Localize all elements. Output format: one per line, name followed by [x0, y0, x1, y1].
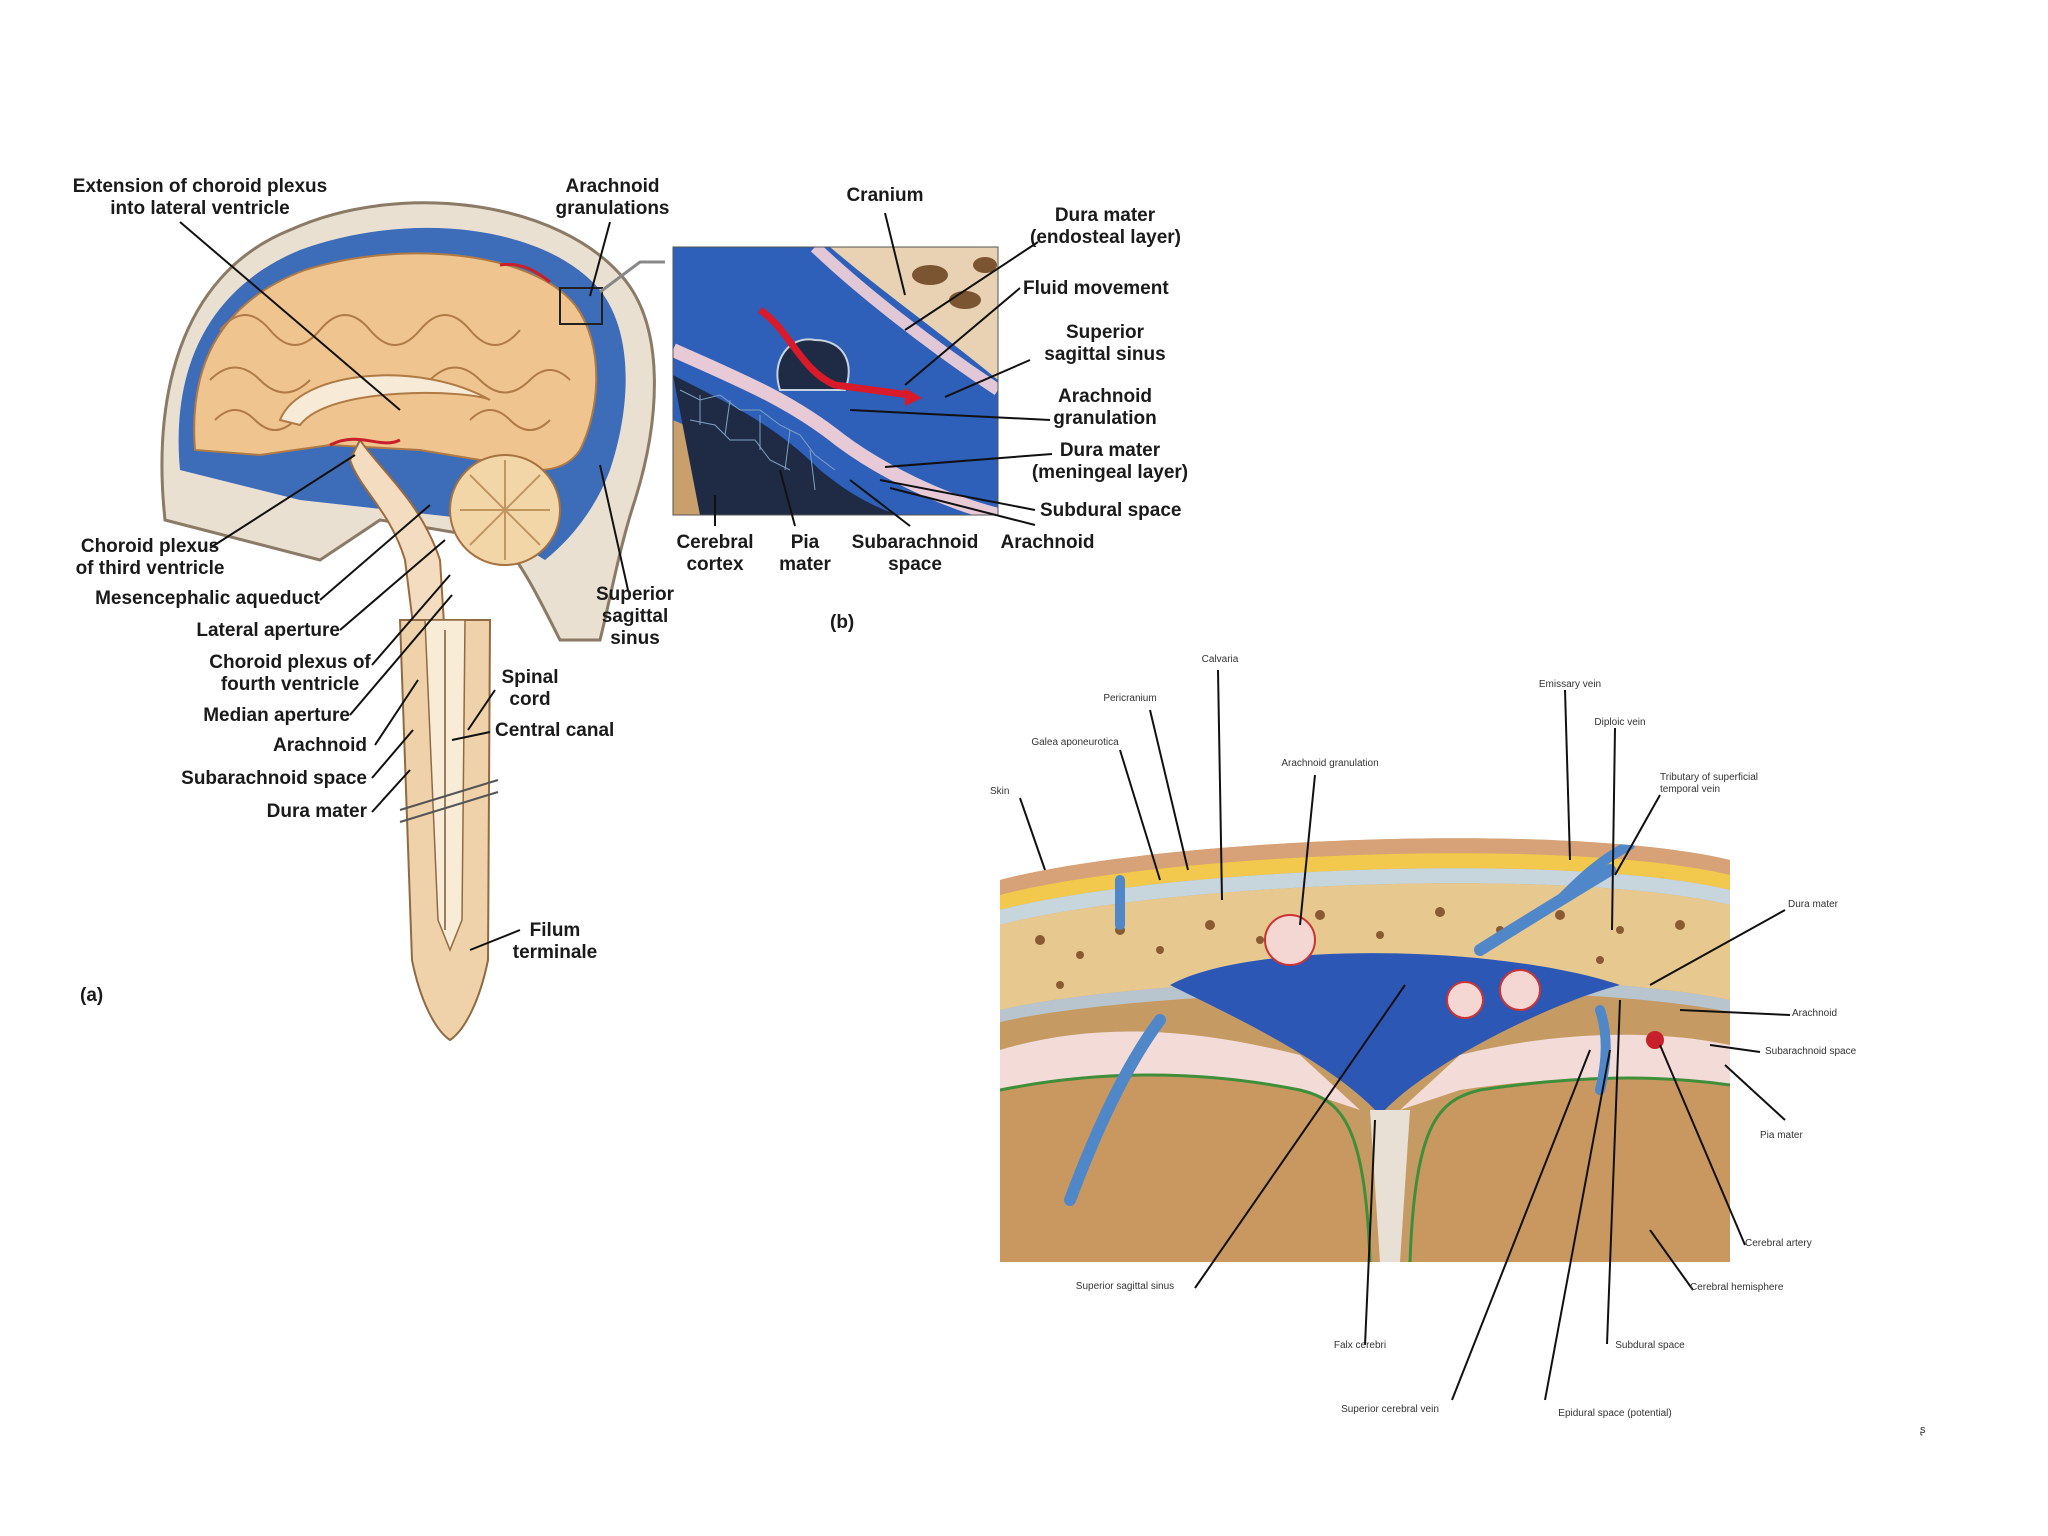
label-subarachnoid-space-b: Subarachnoid space — [851, 532, 979, 575]
label-cranium: Cranium — [846, 185, 924, 206]
label-arachnoid-b: Arachnoid — [1000, 532, 1095, 553]
label-subdural-space-b: Subdural space — [1040, 500, 1182, 521]
label-dura-mater-a: Dura mater — [266, 801, 367, 822]
panel-c-leader-lines — [1019, 669, 1791, 1401]
label-superior-sagittal-sinus-a: Superior sagittal sinus — [595, 584, 675, 649]
label-choroid-plexus-fourth-ventricle: Choroid plexus of fourth ventricle — [209, 652, 371, 695]
panel-a-illustration — [160, 201, 665, 1042]
panel-a-tag: (a) — [80, 985, 104, 1006]
label-arachnoid-a: Arachnoid — [273, 735, 367, 756]
label-arachnoid-granulation-c: Arachnoid granulation — [1281, 758, 1379, 769]
panel-b-tag: (b) — [830, 612, 855, 633]
label-cerebral-artery: Cerebral artery — [1745, 1238, 1812, 1249]
label-tributary-superficial-temporal-vein: Tributary of superficial temporal vein — [1660, 772, 1758, 795]
label-fluid-movement: Fluid movement — [1023, 278, 1169, 299]
label-arachnoid-granulations: Arachnoid granulations — [555, 176, 670, 219]
label-superior-cerebral-vein: Superior cerebral vein — [1341, 1404, 1439, 1415]
label-calvaria: Calvaria — [1201, 654, 1239, 665]
label-pia-mater-b: Pia mater — [779, 532, 831, 575]
label-superior-sagittal-sinus-c: Superior sagittal sinus — [1075, 1281, 1175, 1292]
label-emissary-vein: Emissary vein — [1538, 679, 1602, 690]
label-galea-aponeurotica: Galea aponeurotica — [1031, 737, 1119, 748]
label-cerebral-hemisphere: Cerebral hemisphere — [1690, 1282, 1784, 1293]
label-spinal-cord: Spinal cord — [501, 667, 559, 710]
label-lateral-aperture: Lateral aperture — [196, 620, 340, 641]
label-central-canal: Central canal — [495, 720, 615, 741]
label-pia-mater-c: Pia mater — [1760, 1130, 1803, 1141]
label-median-aperture: Median aperture — [203, 705, 350, 726]
label-subarachnoid-space-c: Subarachnoid space — [1765, 1046, 1857, 1057]
label-choroid-plexus-third-ventricle: Choroid plexus of third ventricle — [75, 536, 225, 579]
label-arachnoid-c: Arachnoid — [1792, 1008, 1838, 1019]
label-dura-mater-endosteal: Dura mater (endosteal layer) — [1030, 205, 1181, 248]
panel-c-illustration — [1000, 838, 1730, 1262]
label-dura-mater-c: Dura mater — [1788, 899, 1839, 910]
label-diploic-vein: Diploic vein — [1594, 717, 1646, 728]
corner-mark: ᶳ — [1920, 1424, 1926, 1441]
label-extension-choroid-plexus: Extension of choroid plexus into lateral… — [72, 176, 328, 219]
label-cerebral-cortex: Cerebral cortex — [676, 532, 754, 575]
label-mesencephalic-aqueduct: Mesencephalic aqueduct — [95, 588, 320, 609]
label-superior-sagittal-sinus-b: Superior sagittal sinus — [1044, 322, 1166, 365]
label-subdural-space-c: Subdural space — [1615, 1340, 1685, 1351]
label-dura-mater-meningeal: Dura mater (meningeal layer) — [1031, 440, 1189, 483]
label-skin: Skin — [990, 786, 1010, 797]
label-arachnoid-granulation-b: Arachnoid granulation — [1053, 386, 1157, 429]
label-epidural-space: Epidural space (potential) — [1558, 1408, 1672, 1419]
panel-b-illustration — [672, 246, 999, 516]
label-pericranium: Pericranium — [1103, 693, 1157, 704]
label-subarachnoid-space-a: Subarachnoid space — [181, 768, 367, 789]
panel-b-leader-lines — [714, 212, 1053, 527]
panel-a-leader-lines — [179, 221, 629, 951]
label-falx-cerebri: Falx cerebri — [1333, 1340, 1387, 1351]
label-filum-terminale: Filum terminale — [512, 920, 598, 963]
